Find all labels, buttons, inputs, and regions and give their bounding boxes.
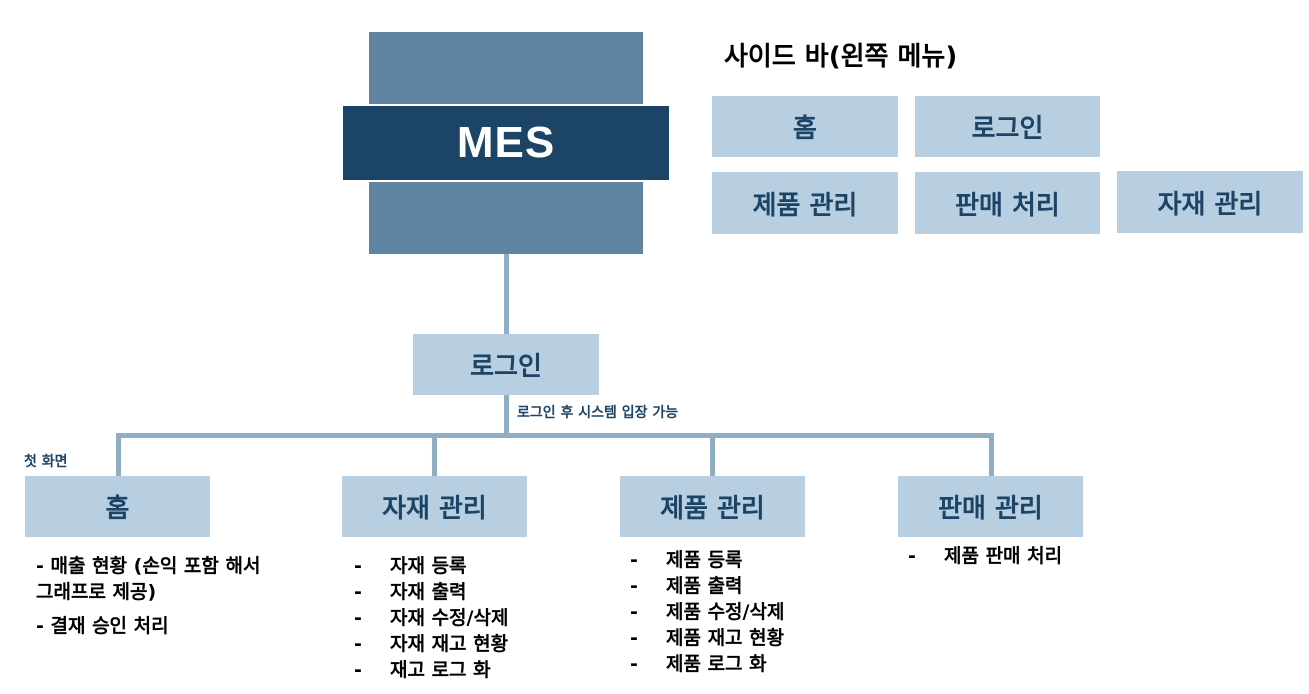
material-node-label: 자재 관리 (382, 494, 487, 524)
material-feature-item: -자재 재고 현황 (354, 633, 509, 655)
sidebar-item-product: 제품 관리 (712, 172, 898, 234)
product-feature-item: -제품 로그 화 (630, 653, 767, 675)
product-feature-item: -제품 출력 (630, 575, 743, 597)
home-note: 첫 화면 (24, 454, 68, 470)
connector-mes-login (504, 254, 509, 334)
login-node: 로그인 (413, 334, 599, 395)
connector-drop-sales (989, 433, 994, 476)
mes-top-band (369, 32, 643, 104)
mes-root-label: MES (456, 118, 556, 167)
sidebar-item-home: 홈 (712, 96, 898, 157)
material-feature-item: -재고 로그 화 (354, 659, 491, 681)
sidebar-panel-title: 사이드 바(왼쪽 메뉴) (724, 42, 958, 72)
sales-node: 판매 관리 (898, 476, 1083, 537)
product-node-label: 제품 관리 (660, 494, 765, 524)
material-feature-list: -자재 등록 -자재 출력 -자재 수정/삭제 -자재 재고 현황 -재고 로그… (354, 553, 508, 683)
sidebar-item-label: 판매 처리 (955, 190, 1060, 221)
product-feature-list: -제품 등록 -제품 출력 -제품 수정/삭제 -제품 재고 현황 -제품 로그… (630, 547, 784, 677)
connector-drop-product (710, 433, 715, 476)
login-note: 로그인 후 시스템 입장 가능 (517, 405, 679, 421)
home-feature-item: - 결재 승인 처리 (36, 615, 169, 637)
connector-login-bus (504, 395, 509, 436)
sales-node-label: 판매 관리 (938, 494, 1043, 524)
material-feature-item: -자재 등록 (354, 555, 467, 577)
product-feature-item: -제품 수정/삭제 (630, 601, 785, 623)
material-feature-item: -자재 수정/삭제 (354, 607, 509, 629)
sidebar-item-label: 로그인 (971, 114, 1044, 144)
home-node: 홈 (25, 476, 210, 537)
material-node: 자재 관리 (342, 476, 527, 537)
product-node: 제품 관리 (620, 476, 805, 537)
sidebar-item-label: 제품 관리 (752, 190, 858, 221)
mes-root-node: MES (343, 106, 669, 180)
connector-bus (116, 433, 994, 438)
sidebar-item-material: 자재 관리 (1117, 171, 1303, 233)
home-feature-item: - 매출 현황 (손익 포함 해서 그래프로 제공) (36, 555, 261, 603)
home-feature-list: - 매출 현황 (손익 포함 해서 그래프로 제공) - 결재 승인 처리 (36, 553, 266, 639)
sales-feature-list: -제품 판매 처리 (908, 543, 1062, 569)
mes-bottom-band (369, 182, 643, 254)
login-node-label: 로그인 (470, 352, 542, 382)
sidebar-item-label: 홈 (793, 114, 817, 144)
sidebar-item-login: 로그인 (915, 96, 1100, 157)
connector-drop-material (432, 433, 437, 476)
product-feature-item: -제품 등록 (630, 549, 743, 571)
sidebar-item-sales: 판매 처리 (915, 172, 1100, 234)
sales-feature-item: -제품 판매 처리 (908, 545, 1063, 567)
product-feature-item: -제품 재고 현황 (630, 627, 785, 649)
connector-drop-home (116, 433, 121, 476)
sidebar-item-label: 자재 관리 (1157, 189, 1263, 220)
material-feature-item: -자재 출력 (354, 581, 467, 603)
home-node-label: 홈 (105, 494, 130, 524)
